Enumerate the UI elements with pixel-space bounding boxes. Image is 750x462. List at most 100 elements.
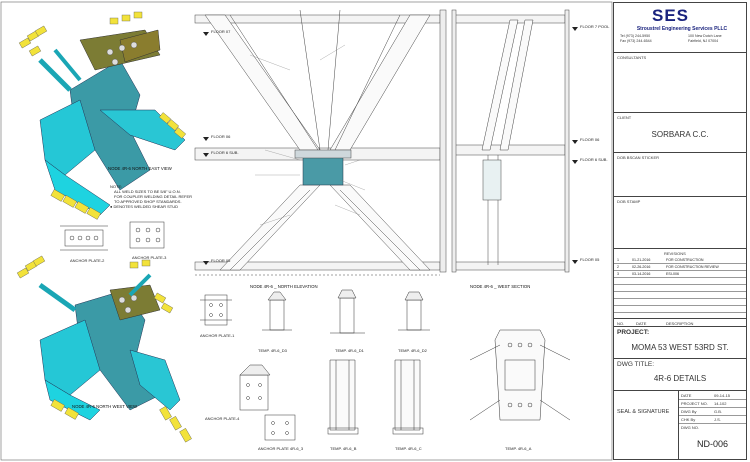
temp-c-detail [392,359,424,435]
project-box: PROJECT: MOMA 53 WEST 53RD ST. [614,327,746,359]
rev-header-desc: DESCRIPTION [666,321,694,326]
revision-row-3: 3 03-14-2016 ESI-006 [614,271,746,278]
floor-tags-section: FLOOR 7 POOL FLOOR 06 FLOOR 6 SUB. FLOOR… [572,24,610,264]
revision-no: 3 [617,272,619,276]
meta-row: DATE 09-14-15 [679,391,746,400]
meta-value: J.S. [714,417,721,422]
dob-sticker-box: DOB BSCAN STICKER [614,153,746,197]
north-elevation-detail [194,9,447,276]
project-label: PROJECT: [617,329,650,336]
anchor-plate-3-detail [129,221,165,249]
revision-row-blank [614,306,746,313]
dob-sticker-label: DOB BSCAN STICKER [617,155,660,160]
anchor-plate-4-label: ANCHOR PLATE-4 [205,416,240,421]
revision-row-blank [614,278,746,285]
view-nw-title: NODE 4R-6 NORTH WEST VIEW [72,404,138,409]
meta-value: 14-102 [714,401,727,406]
title-block: SES Stroustrel Engineering Services PLLC… [613,2,747,460]
revision-date: 02-26-2016 [632,265,651,269]
note-line-3: TO APPROVED SHOP STANDARDS. [114,199,182,204]
revision-headers: NO. DATE DESCRIPTION [614,319,746,327]
revision-desc: ESI-006 [666,272,679,276]
temp-a-label: TEMP. 4R-6_A [505,446,532,451]
temp-d1-label: TEMP. 4R-6_D1 [335,348,365,353]
revision-row-1: 1 01-21-2016 FOR CONSTRUCTION [614,257,746,264]
west-section-detail [451,9,570,273]
firm-name: Stroustrel Engineering Services PLLC [636,26,728,32]
view-ne-title: NODE 4R-6 NORTH EAST VIEW [108,166,173,171]
temp-a-detail [469,329,571,421]
dob-stamp-box: DOB STAMP [614,197,746,249]
temp-d3-label: TEMP. 4R-6_D3 [258,348,288,353]
note-line-1: ALL WELD SIZES TO BE 5/8" U.O.N. [114,189,181,194]
meta-row: CHK By J.S. [679,415,746,424]
floor-05-label-section: FLOOR 05 [580,257,600,262]
meta-key: DATE [681,393,692,398]
revisions-box: REVISIONS 1 01-21-2016 FOR CONSTRUCTION … [614,249,746,319]
dwg-no-box: DWG NO. ND-006 [679,423,746,459]
west-section-title: NODE 4R-6 _ WEST SECTION [470,284,530,289]
firm-address-line-1: 100 New Dutch Lane [688,34,722,38]
north-elevation-title: NODE 4R-6 _ NORTH ELEVATION [250,284,318,289]
revision-date: 01-21-2016 [632,258,651,262]
anchor-plate-5-detail [264,414,296,441]
seal-area: SEAL & SIGNATURE [614,391,679,459]
revision-no: 2 [617,265,619,269]
revision-row-blank [614,299,746,306]
floor-07-pool-label: FLOOR 7 POOL [580,24,610,29]
consultants-box: CONSULTANTS [614,53,746,113]
client-label: CLIENT [617,115,632,120]
temp-b-detail [327,359,359,435]
firm-logo: SES [652,6,690,25]
floor-tags-elevation: FLOOR 07 FLOOR 06 FLOOR 6 SUB. FLOOR 05 [203,29,239,265]
revision-desc: FOR CONSTRUCTION REVIEW [666,265,719,269]
anchor-plate-3-label: ANCHOR PLATE-3 [132,255,167,260]
drawing-area: NODE 4R-6 NORTH EAST VIEW NOTE: ALL WELD… [0,1,613,461]
consultants-label: CONSULTANTS [617,55,647,60]
floor-07-label: FLOOR 07 [211,29,231,34]
firm-address-line-2: Fairfield, NJ 07004 [688,38,719,43]
revision-row-blank [614,285,746,292]
firm-header: SES Stroustrel Engineering Services PLLC… [614,3,746,53]
anchor-plate-5-label: ANCHOR PLATE 4R-6_3 [258,446,304,451]
revisions-label: REVISIONS [664,251,686,256]
meta-row: PROJECT NO. 14-102 [679,399,746,408]
firm-phone-fax: Tel (973) 244-5950 Fax (973) 244-6544 [620,34,652,43]
revision-row-2: 2 02-26-2016 FOR CONSTRUCTION REVIEW [614,264,746,271]
firm-tel: Tel (973) 244-5950 [620,34,651,38]
anchor-plate-1-label: ANCHOR PLATE-1 [200,333,235,338]
temp-d1-detail [330,289,365,334]
note-title: NOTE: [110,184,122,189]
meta-key: PROJECT NO. [681,401,708,406]
meta-value: G.B. [714,409,723,414]
seal-label: SEAL & SIGNATURE [617,409,670,415]
floor-06-sub-label: FLOOR 6 SUB. [211,150,239,155]
rev-header-date: DATE [636,321,647,326]
callout-leaders [249,44,366,226]
meta-value: 09-14-15 [714,393,731,398]
note-line-4: ● DENOTES WELDED SHEAR STUD [110,204,178,209]
temp-d2-label: TEMP. 4R-6_D2 [398,348,428,353]
temp-b-label: TEMP. 4R-6_B [330,446,357,451]
dob-stamp-label: DOB STAMP [617,199,641,204]
dwg-title-label: DWG TITLE: [617,361,655,368]
anchor-plate-1-detail [200,294,232,326]
meta-key: CHK By [681,417,696,422]
revision-desc: FOR CONSTRUCTION [666,258,704,262]
firm-address: 100 New Dutch Lane Fairfield, NJ 07004 [688,34,722,43]
dwg-no: ND-006 [696,439,728,449]
floor-05-label: FLOOR 05 [211,258,231,263]
seal-meta-box: SEAL & SIGNATURE DATE 09-14-15 PROJECT N… [614,391,746,459]
revision-no: 1 [617,258,619,262]
revision-date: 03-14-2016 [632,272,651,276]
anchor-plate-2-detail [60,225,108,251]
anchor-plate-4-detail [239,364,271,411]
note-line-2: FOR COUPLER WELDING DETAIL REFER [114,194,192,199]
temp-c-label: TEMP. 4R-6_C [395,446,422,451]
client-box: CLIENT SORBARA C.C. [614,113,746,153]
floor-06-label-section: FLOOR 06 [580,137,600,142]
floor-06-sub-label-section: FLOOR 6 SUB. [580,157,608,162]
meta-key: DWG By [681,409,697,414]
node-3d-view-nw [16,255,192,443]
